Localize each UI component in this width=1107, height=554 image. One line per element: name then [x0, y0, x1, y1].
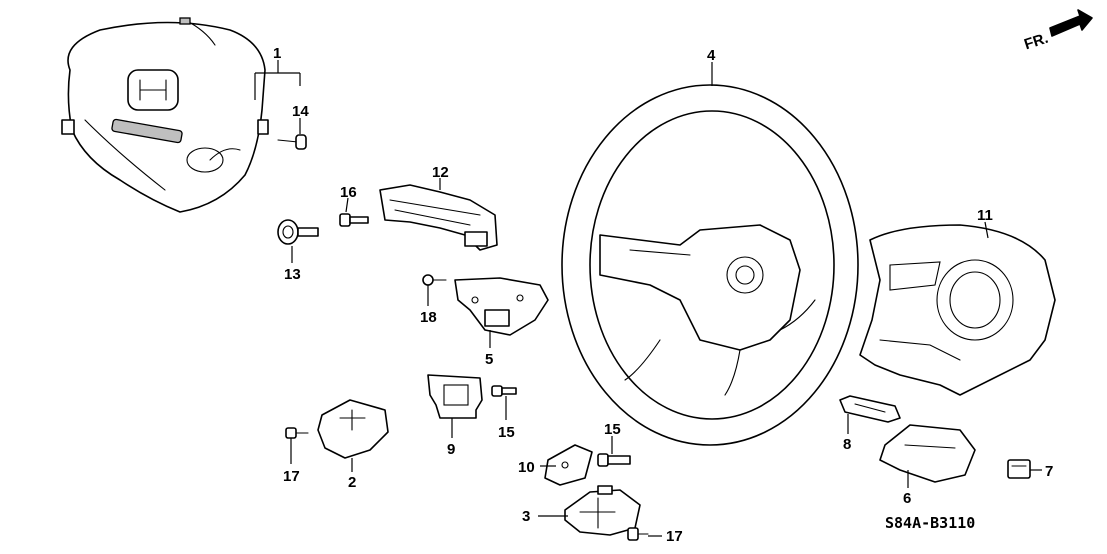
part-number: 14 — [292, 103, 309, 120]
bracket-10 — [544, 444, 593, 486]
part-numbers: 1 2 3 4 5 6 7 8 9 10 11 12 13 14 15 15 1… — [273, 45, 1053, 545]
part-number: 5 — [485, 351, 493, 368]
part-number: 9 — [447, 441, 455, 458]
part-number: 16 — [340, 184, 357, 201]
bolt-14 — [277, 134, 307, 150]
bolt-15-upper — [491, 385, 517, 397]
diagram-code: S84A-B3110 — [885, 514, 975, 532]
part-number: 18 — [420, 309, 437, 326]
part-number: 8 — [843, 436, 851, 453]
part-number: 2 — [348, 474, 356, 491]
part-number: 12 — [432, 164, 449, 181]
part-number: 10 — [518, 459, 535, 476]
bracket-5 — [454, 277, 549, 336]
airbag-module — [61, 17, 269, 213]
screw-17-left — [285, 427, 309, 439]
rear-cover-11 — [859, 224, 1056, 396]
part-number: 17 — [666, 528, 683, 545]
front-arrow-icon — [1049, 9, 1093, 37]
bolt-16 — [339, 213, 369, 227]
part-number: 7 — [1045, 463, 1053, 480]
part-number: 13 — [284, 266, 301, 283]
part-number: 4 — [707, 47, 716, 64]
part-number: 15 — [604, 421, 621, 438]
steering-wheel — [561, 84, 859, 446]
clip-8 — [839, 395, 901, 423]
screw-17-lower — [627, 527, 649, 541]
part-number: 3 — [522, 508, 530, 525]
bolt-15-lower — [597, 453, 631, 467]
bracket-12 — [379, 184, 498, 251]
part-number: 6 — [903, 490, 911, 507]
plate-9 — [427, 374, 483, 419]
leader-lines — [254, 60, 1042, 537]
bolt-13 — [277, 219, 319, 245]
cover-2 — [317, 399, 389, 459]
screw-18 — [422, 274, 447, 286]
cover-6 — [879, 424, 976, 483]
part-number: 11 — [977, 207, 993, 224]
part-number: 15 — [498, 424, 515, 441]
part-number: 17 — [283, 468, 300, 485]
part-number: 1 — [273, 45, 281, 62]
orientation-label: FR. — [1022, 30, 1050, 54]
clip-7 — [1007, 459, 1031, 479]
